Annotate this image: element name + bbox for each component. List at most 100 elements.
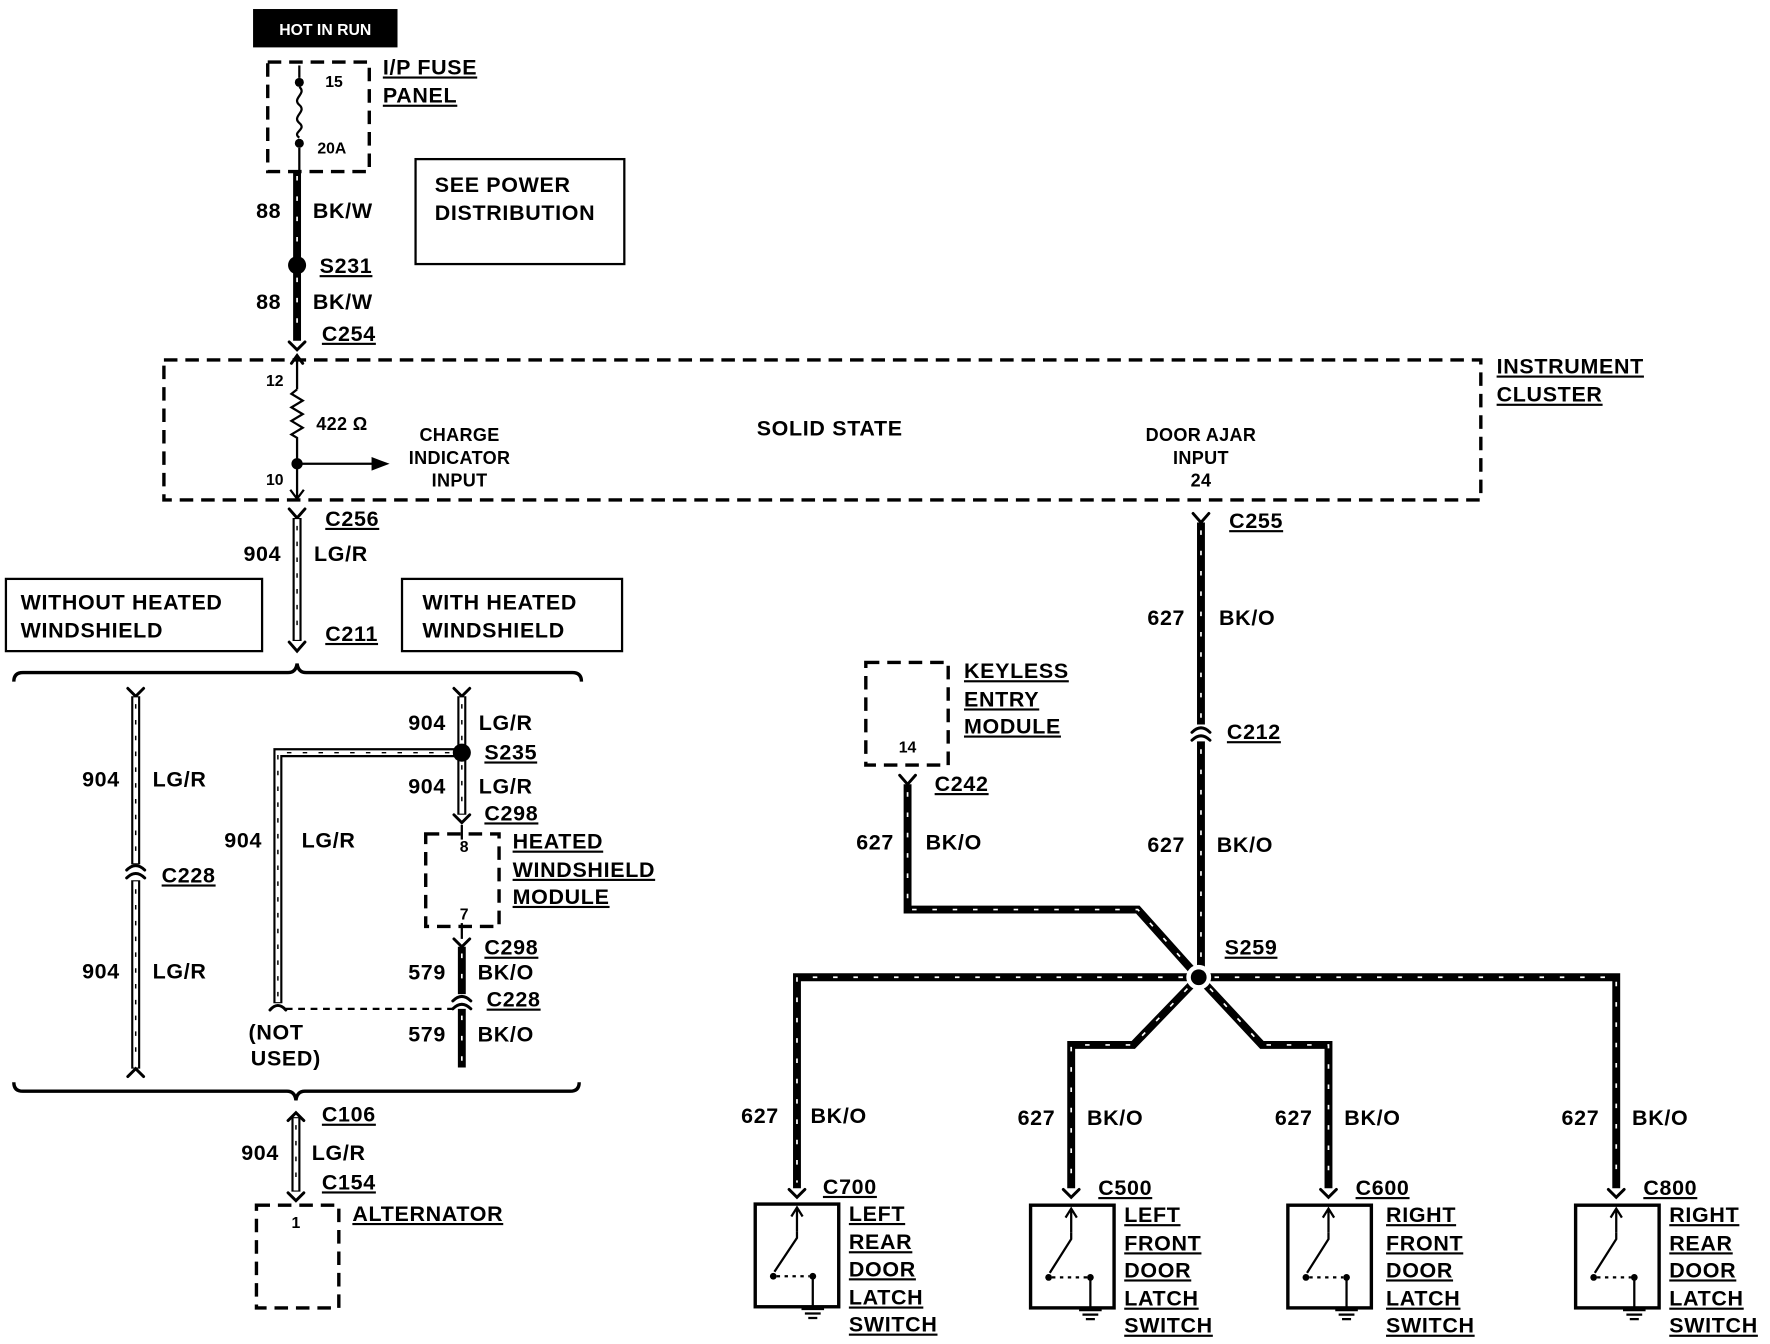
cluster-pin-12: 12 xyxy=(266,373,284,390)
left-rear-switch-label-1: LEFT xyxy=(849,1202,905,1226)
left-front-switch-label-2: FRONT xyxy=(1124,1231,1201,1255)
connector-c500-label: C500 xyxy=(1098,1176,1152,1200)
connector-c700-symbol xyxy=(787,1187,807,1200)
wire-color-label: BK/O xyxy=(478,1023,534,1047)
wire-627-right-rear xyxy=(1198,973,1621,1189)
right-rear-switch-label-4: LATCH xyxy=(1669,1287,1743,1311)
wire-circuit-label: 627 xyxy=(741,1104,779,1128)
wire-color-label: BK/W xyxy=(313,199,373,223)
connector-c256-label: C256 xyxy=(325,507,379,531)
hot-in-run-box xyxy=(253,9,398,48)
heated-windshield-module-title-3: MODULE xyxy=(513,885,610,909)
switch-arrow-icon xyxy=(1321,1206,1336,1233)
left-front-switch-label-5: SWITCH xyxy=(1124,1314,1213,1338)
not-used-label-1: (NOT xyxy=(249,1020,304,1044)
splice-s231-label: S231 xyxy=(320,254,373,278)
switch-arrow-icon xyxy=(1609,1206,1623,1233)
wire-circuit-label: 627 xyxy=(856,831,894,855)
wire-color-label: BK/O xyxy=(926,831,982,855)
right-front-door-latch-switch xyxy=(1286,1203,1374,1321)
ground-icon xyxy=(801,1307,825,1320)
connector-c106-label: C106 xyxy=(322,1103,376,1127)
connector-c242-label: C242 xyxy=(935,772,989,796)
connector-c700-label: C700 xyxy=(823,1175,877,1199)
option-brace-top xyxy=(12,663,584,682)
splice-s231 xyxy=(288,256,307,275)
right-front-switch-label-1: RIGHT xyxy=(1386,1203,1456,1227)
module-pin-8: 8 xyxy=(460,839,469,856)
wire-circuit-label: 904 xyxy=(82,768,120,792)
wire-color-label: BK/O xyxy=(811,1104,867,1128)
heated-windshield-module-title-1: HEATED xyxy=(513,830,604,854)
fuse-panel-box xyxy=(266,60,371,174)
door-ajar-pin-24: 24 xyxy=(1191,470,1212,490)
right-rear-switch-label-1: RIGHT xyxy=(1669,1203,1739,1227)
wire-627-left-rear-stripe xyxy=(796,976,1183,1183)
wire-circuit-label: 627 xyxy=(1147,606,1185,630)
wire-circuit-label: 88 xyxy=(256,199,281,223)
wire-color-label: BK/O xyxy=(1087,1106,1143,1130)
wire-color-label: LG/R xyxy=(153,959,207,983)
switch-blade-icon xyxy=(1306,1232,1330,1274)
heated-windshield-module-title-2: WINDSHIELD xyxy=(513,858,656,882)
connector-c256-symbol xyxy=(287,507,307,521)
not-used-label-2: USED) xyxy=(251,1046,321,1070)
splice-s259-label: S259 xyxy=(1225,936,1278,960)
left-rear-switch-label-2: REAR xyxy=(849,1230,912,1254)
left-front-door-latch-switch xyxy=(1028,1203,1116,1321)
note-line-1: SEE POWER xyxy=(435,173,571,197)
keyless-entry-pin-14: 14 xyxy=(899,740,917,757)
keyless-entry-title-2: ENTRY xyxy=(964,687,1039,711)
connector-c298-bottom-symbol xyxy=(452,937,472,949)
wire-circuit-label: 88 xyxy=(256,290,281,314)
connector-c800-symbol xyxy=(1606,1187,1626,1200)
charge-input-label-1: CHARGE xyxy=(419,425,499,445)
charge-input-label-2: INDICATOR xyxy=(409,448,511,468)
wire-color-label: BK/O xyxy=(1219,606,1275,630)
fuse-terminal-top xyxy=(294,77,304,87)
wire-circuit-label: 579 xyxy=(408,1023,446,1047)
fuse-panel-title-2: PANEL xyxy=(383,84,457,108)
connector-c298-top-symbol xyxy=(452,813,472,825)
switch-contact-left xyxy=(1302,1274,1310,1281)
charge-input-arrow-icon xyxy=(371,457,390,471)
connector-c228-right-symbol xyxy=(451,994,473,1011)
fuse-panel-title-1: I/P FUSE xyxy=(383,55,477,79)
without-heated-windshield-label-2: WINDSHIELD xyxy=(21,619,164,643)
wire-color-label: LG/R xyxy=(312,1141,366,1165)
wire-circuit-label: 904 xyxy=(408,774,446,798)
wire-color-label: BK/W xyxy=(313,290,373,314)
alternator-label: ALTERNATOR xyxy=(352,1202,503,1226)
door-ajar-label-1: DOOR AJAR xyxy=(1146,425,1257,445)
wire-627-keyless-stripe xyxy=(906,792,1189,966)
fuse-number: 15 xyxy=(325,74,343,91)
left-front-switch-label-1: LEFT xyxy=(1124,1203,1180,1227)
hot-in-run-label: HOT IN RUN xyxy=(279,22,371,39)
see-power-distribution-box xyxy=(414,157,626,266)
wire-color-label: BK/O xyxy=(478,961,534,985)
connector-c228-left-symbol xyxy=(125,864,147,880)
connector-without-bottom-symbol xyxy=(126,1066,146,1079)
switch-arrow-icon xyxy=(790,1205,804,1232)
left-rear-switch-label-3: DOOR xyxy=(849,1257,916,1281)
door-ajar-label-2: INPUT xyxy=(1173,448,1229,468)
connector-c212-label: C212 xyxy=(1227,720,1281,744)
left-rear-switch-label-5: SWITCH xyxy=(849,1313,938,1337)
splice-s259 xyxy=(1190,969,1207,986)
right-front-switch-label-3: DOOR xyxy=(1386,1258,1453,1282)
right-front-switch-label-2: FRONT xyxy=(1386,1231,1463,1255)
wire-627-left-front-stripe xyxy=(1070,987,1189,1183)
ground-icon xyxy=(1335,1309,1358,1321)
wire-color-label: LG/R xyxy=(314,542,368,566)
wire-color-label: LG/R xyxy=(479,711,533,735)
connector-c255-symbol xyxy=(1191,511,1211,525)
right-front-switch-label-5: SWITCH xyxy=(1386,1314,1475,1338)
keyless-entry-module-box xyxy=(864,660,950,767)
wire-627-right-front-stripe xyxy=(1209,987,1330,1183)
left-front-switch-label-3: DOOR xyxy=(1124,1258,1191,1282)
right-front-switch-label-4: LATCH xyxy=(1386,1287,1460,1311)
cluster-out-line xyxy=(289,463,305,501)
connector-with-top-symbol xyxy=(452,686,472,699)
switch-contact-left xyxy=(1590,1274,1598,1281)
connector-c254-label: C254 xyxy=(322,322,376,346)
